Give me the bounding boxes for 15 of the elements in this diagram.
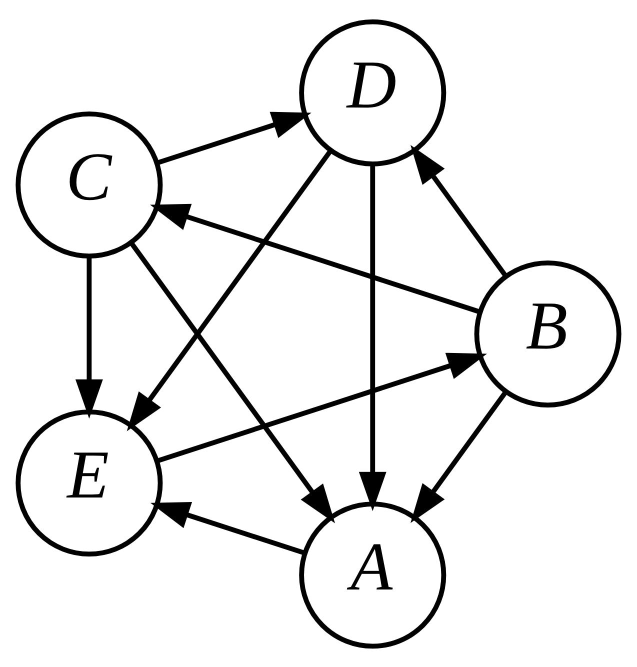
node-circle: C: [16, 110, 163, 258]
arrow: [150, 501, 306, 555]
node-circle: D: [299, 18, 446, 166]
node-circle: A: [299, 501, 446, 648]
arrow: [156, 352, 487, 463]
arrow: [358, 164, 386, 511]
arrow: [150, 203, 481, 314]
arrow: [156, 111, 312, 165]
arrow: [129, 240, 336, 523]
node-circle: E: [16, 409, 163, 556]
arrow: [126, 148, 333, 431]
arrow: [410, 144, 508, 278]
node-circle: B: [474, 260, 622, 407]
arrow: [410, 390, 508, 523]
arrow: [75, 256, 103, 418]
